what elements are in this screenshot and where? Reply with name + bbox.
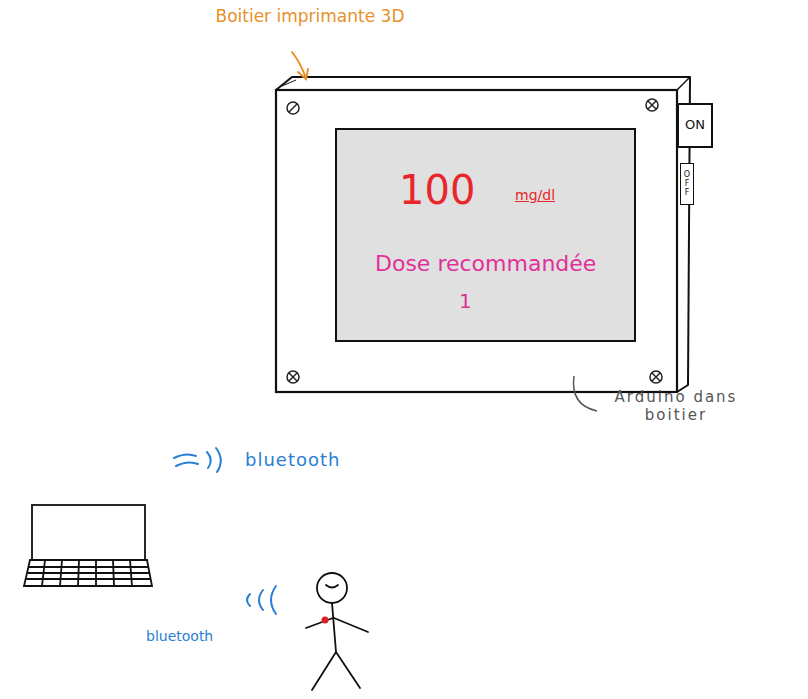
unit: mg/dl (515, 188, 555, 203)
bluetooth-waves (174, 448, 221, 472)
laptop (24, 505, 152, 586)
housing-depth (276, 77, 690, 392)
annotation: Arduino dans boitier (600, 388, 752, 424)
dose-heading: Dose recommandée (375, 252, 596, 276)
wireless-label: bluetooth (245, 449, 340, 471)
wireless-label: bluetooth (146, 628, 213, 645)
person (306, 573, 368, 690)
screen: 100 mg/dlDose recommandée 1 (335, 128, 636, 342)
screws (287, 99, 662, 383)
label-arrow (292, 52, 308, 79)
annotation: Boitier imprimante 3D (210, 6, 410, 26)
switch-label: OFF (683, 171, 691, 197)
housing-edge (677, 77, 690, 90)
on-button: ON (677, 103, 713, 148)
glucose-value: 100 (399, 168, 475, 212)
sensor (322, 617, 329, 624)
bluetooth-waves (247, 586, 276, 614)
power-switch: OFF (680, 163, 694, 205)
housing-edge (282, 80, 296, 86)
housing (276, 90, 677, 392)
button-label: ON (685, 118, 705, 132)
leader-line (573, 376, 597, 411)
dose-value: 1 (459, 290, 472, 312)
